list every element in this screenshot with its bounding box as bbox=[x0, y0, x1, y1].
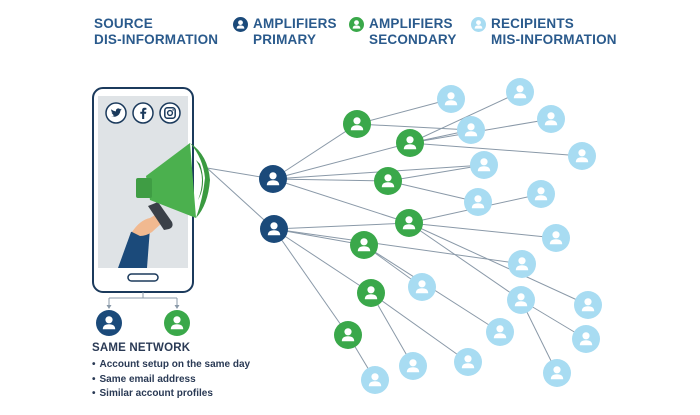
connection-line bbox=[370, 292, 469, 363]
legend-recipient-person-icon bbox=[471, 17, 486, 32]
recipient-person-icon bbox=[457, 116, 485, 144]
secondary-amplifier-person-icon bbox=[396, 129, 424, 157]
connection-line bbox=[387, 180, 479, 203]
phone-home-button bbox=[127, 273, 159, 282]
same-network-primary-person-icon bbox=[96, 310, 122, 336]
legend-source-line2: DIS-INFORMATION bbox=[94, 32, 219, 47]
legend-primary-line1: AMPLIFIERS bbox=[253, 16, 337, 31]
recipient-person-icon bbox=[486, 318, 514, 346]
connection-line bbox=[273, 228, 349, 336]
recipient-person-icon bbox=[361, 366, 389, 394]
facebook-icon bbox=[132, 102, 154, 124]
recipient-person-icon bbox=[508, 250, 536, 278]
legend-recipients: RECIPIENTS MIS-INFORMATION bbox=[491, 16, 617, 48]
connection-line bbox=[272, 178, 389, 182]
connection-line bbox=[206, 167, 275, 230]
legend-primary-person-icon bbox=[233, 17, 248, 32]
same-network-item: Account setup on the same day bbox=[92, 358, 251, 373]
legend-primary-line2: PRIMARY bbox=[253, 32, 317, 47]
same-network-secondary-person-icon bbox=[164, 310, 190, 336]
same-network-list: Account setup on the same day Same email… bbox=[92, 358, 251, 402]
recipient-person-icon bbox=[543, 359, 571, 387]
megaphone-icon bbox=[136, 143, 210, 218]
connection-line bbox=[273, 228, 523, 265]
connection-line bbox=[273, 228, 372, 294]
legend-recipients-line1: RECIPIENTS bbox=[491, 16, 575, 31]
primary-amplifier-person-icon bbox=[259, 165, 287, 193]
connection-line bbox=[272, 178, 410, 224]
network-nodes bbox=[259, 78, 602, 394]
twitter-icon bbox=[105, 102, 127, 124]
connection-line bbox=[408, 222, 522, 301]
instagram-icon bbox=[159, 102, 181, 124]
connection-line bbox=[408, 222, 589, 306]
recipient-person-icon bbox=[572, 325, 600, 353]
recipient-person-icon bbox=[470, 151, 498, 179]
recipient-person-icon bbox=[464, 188, 492, 216]
connection-line bbox=[370, 292, 414, 367]
recipient-person-icon bbox=[454, 348, 482, 376]
legend-secondary-line2: SECONDARY bbox=[369, 32, 457, 47]
secondary-amplifier-person-icon bbox=[357, 279, 385, 307]
connection-line bbox=[272, 142, 411, 180]
secondary-amplifier-person-icon bbox=[395, 209, 423, 237]
recipient-person-icon bbox=[537, 105, 565, 133]
primary-amplifier-person-icon bbox=[260, 215, 288, 243]
legend-secondary: AMPLIFIERS SECONDARY bbox=[369, 16, 457, 48]
connection-line bbox=[356, 98, 452, 125]
connection-line bbox=[408, 222, 557, 239]
recipient-person-icon bbox=[542, 224, 570, 252]
legend-source-line1: SOURCE bbox=[94, 16, 153, 31]
recipient-person-icon bbox=[399, 352, 427, 380]
recipient-person-icon bbox=[574, 291, 602, 319]
recipient-person-icon bbox=[507, 286, 535, 314]
secondary-amplifier-person-icon bbox=[343, 110, 371, 138]
same-network-item: Same email address bbox=[92, 373, 250, 388]
connection-line bbox=[273, 228, 365, 246]
legend-recipients-line2: MIS-INFORMATION bbox=[491, 32, 617, 47]
connection-line bbox=[387, 164, 485, 182]
connection-line bbox=[273, 222, 410, 230]
legend-secondary-person-icon bbox=[349, 17, 364, 32]
connection-line bbox=[272, 123, 358, 180]
secondary-amplifier-person-icon bbox=[350, 231, 378, 259]
connection-line bbox=[356, 123, 472, 131]
same-network-branch bbox=[106, 292, 180, 309]
recipient-person-icon bbox=[408, 273, 436, 301]
secondary-amplifier-person-icon bbox=[374, 167, 402, 195]
recipient-person-icon bbox=[437, 85, 465, 113]
legend-primary: AMPLIFIERS PRIMARY bbox=[253, 16, 337, 48]
recipient-person-icon bbox=[568, 142, 596, 170]
connection-line bbox=[409, 142, 583, 157]
recipient-person-icon bbox=[527, 180, 555, 208]
legend-source: SOURCE DIS-INFORMATION bbox=[94, 16, 218, 48]
legend-secondary-line1: AMPLIFIERS bbox=[369, 16, 453, 31]
same-network-item: Similar account profiles bbox=[92, 387, 250, 402]
same-network-title: SAME NETWORK bbox=[92, 342, 191, 354]
recipient-person-icon bbox=[506, 78, 534, 106]
arm-holding-megaphone bbox=[118, 202, 173, 268]
secondary-amplifier-person-icon bbox=[334, 321, 362, 349]
